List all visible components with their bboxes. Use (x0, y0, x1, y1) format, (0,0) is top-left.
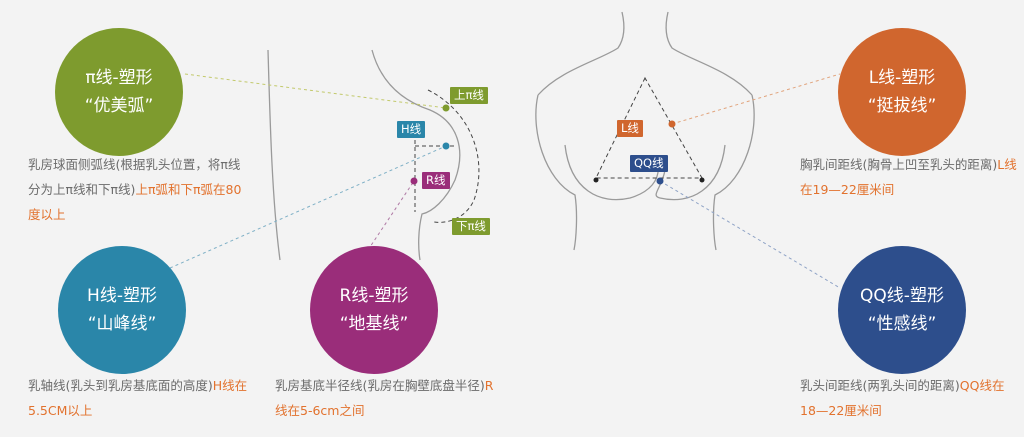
pi-line-circle: π线-塑形 “优美弧” (55, 28, 183, 156)
nipple-left-dot (593, 177, 599, 183)
pi-dot (442, 104, 450, 112)
qq-dot (656, 177, 664, 185)
r-leader-line (367, 180, 415, 251)
front-arm-left (535, 94, 578, 251)
h-line-subtitle: “山峰线” (87, 314, 157, 334)
l-line-desc-text: 胸乳间距线(胸骨上凹至乳头的距离) (800, 157, 998, 172)
side-chest-outline (371, 49, 461, 261)
qq-line-desc-text: 乳头间距线(两乳头间的距离) (800, 378, 960, 393)
l-line-subtitle: “挺拔线” (867, 96, 937, 116)
h-line-description: 乳轴线(乳头到乳房基底面的高度)H线在5.5CM以上 (28, 373, 250, 423)
nipple-right-dot (699, 177, 705, 183)
tag-qq: QQ线 (630, 155, 668, 172)
front-arm-right (712, 94, 755, 251)
front-torso-right (665, 11, 753, 96)
r-dot (410, 177, 418, 185)
h-line-desc-highlight: H线在5.5CM以上 (28, 378, 248, 418)
front-breast-right (655, 144, 726, 201)
h-leader-line (169, 145, 447, 269)
qq-line-desc-highlight: QQ线在18—22厘米间 (800, 378, 1005, 418)
pi-line-title: π线-塑形 (85, 68, 153, 88)
l-line-desc-highlight: L线在19—22厘米间 (800, 157, 1017, 197)
tag-lower-pi: 下π线 (452, 218, 490, 235)
h-line-circle: H线-塑形 “山峰线” (58, 246, 186, 374)
l-dot (668, 120, 676, 128)
qq-line-subtitle: “性感线” (867, 314, 937, 334)
h-line-title: H线-塑形 (87, 286, 157, 306)
r-line-subtitle: “地基线” (339, 314, 409, 334)
qq-line-description: 乳头间距线(两乳头间的距离)QQ线在18—22厘米间 (800, 373, 1018, 423)
tag-upper-pi: 上π线 (450, 87, 488, 104)
pi-dashed-curve (427, 89, 480, 223)
pi-line-desc-text: 乳房球面侧弧线(根据乳头位置，将π线分为上π线和下π线) (28, 157, 241, 197)
l-line-title: L线-塑形 (868, 68, 936, 88)
tag-l: L线 (617, 120, 643, 137)
l-leader-line (671, 73, 841, 125)
tag-r: R线 (422, 172, 450, 189)
pi-line-desc-highlight: 上π弧和下π弧在80度以上 (28, 182, 242, 222)
front-torso-left (537, 11, 625, 96)
pi-leader-line (184, 73, 447, 109)
front-breast-left (564, 144, 659, 201)
h-line-desc-text: 乳轴线(乳头到乳房基底面的高度) (28, 378, 213, 393)
qq-leader-line (659, 180, 841, 289)
qq-line-title: QQ线-塑形 (860, 286, 944, 306)
l-line-description: 胸乳间距线(胸骨上凹至乳头的距离)L线在19—22厘米间 (800, 152, 1018, 202)
r-line-title: R线-塑形 (339, 286, 409, 306)
h-dot (442, 142, 450, 150)
tag-h: H线 (397, 121, 426, 138)
l-line-circle: L线-塑形 “挺拔线” (838, 28, 966, 156)
l-triangle (595, 76, 703, 179)
pi-line-subtitle: “优美弧” (84, 96, 154, 116)
r-line-desc-highlight: R线在5-6cm之间 (275, 378, 494, 418)
pi-line-description: 乳房球面侧弧线(根据乳头位置，将π线分为上π线和下π线)上π弧和下π弧在80度以… (28, 152, 250, 227)
r-line-desc-text: 乳房基底半径线(乳房在胸壁底盘半径) (275, 378, 485, 393)
r-line-description: 乳房基底半径线(乳房在胸壁底盘半径)R线在5-6cm之间 (275, 373, 497, 423)
r-line-circle: R线-塑形 “地基线” (310, 246, 438, 374)
qq-line-circle: QQ线-塑形 “性感线” (838, 246, 966, 374)
side-torso-outline (267, 49, 281, 261)
